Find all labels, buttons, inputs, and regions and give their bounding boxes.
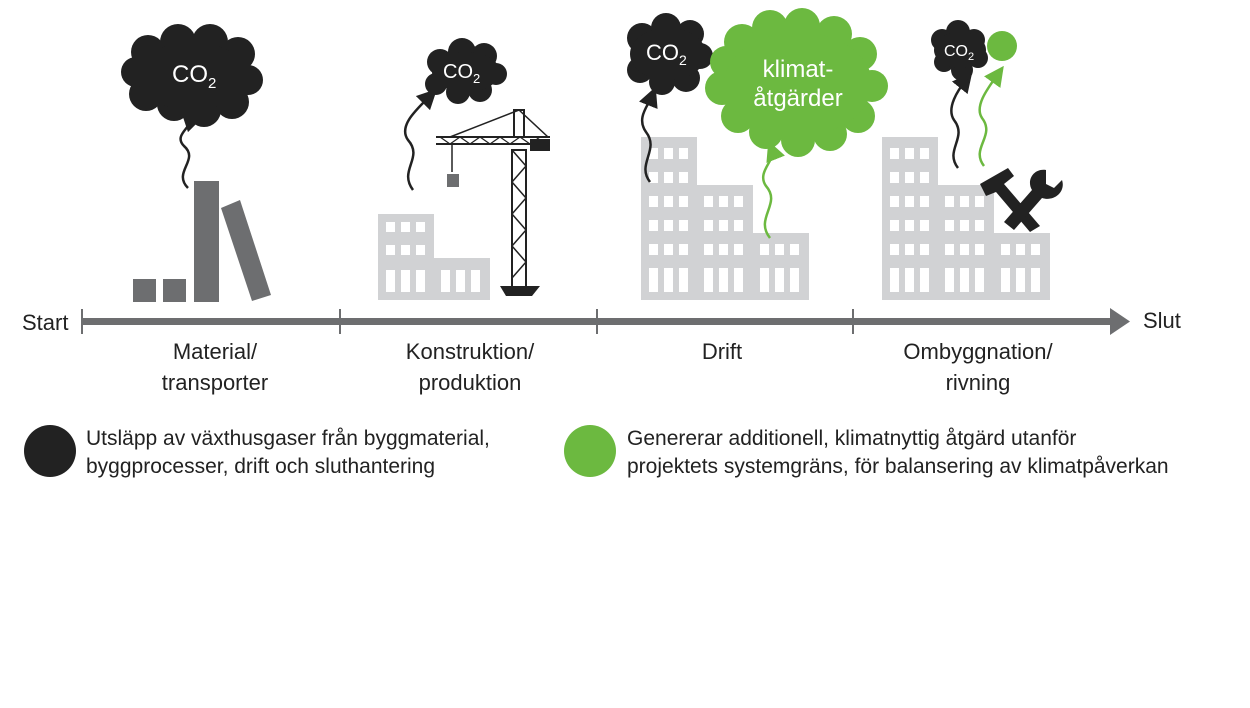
co2-cloud-icon (425, 38, 507, 104)
timeline-axis (81, 308, 1130, 335)
emission-arrow-icon (179, 110, 203, 189)
timeline-start-label: Start (22, 310, 69, 335)
phase-label-renovation: Ombyggnation/rivning (903, 339, 1053, 395)
building-icon (641, 137, 809, 300)
legend-emission-dot (24, 425, 76, 477)
co2-text-2: CO2 (443, 61, 480, 86)
climate-action-cloud-icon (987, 31, 1017, 61)
timeline-end-label: Slut (1143, 308, 1181, 333)
building-icon (882, 137, 1050, 300)
klimat-text-line2: åtgärder (753, 85, 842, 112)
legend-climate-action-text: Genererar additionell, klimatnyttig åtgä… (627, 427, 1169, 478)
co2-cloud-icon (121, 24, 263, 127)
phase-label-material: Material/transporter (161, 339, 269, 395)
crane-icon (436, 109, 550, 296)
timeline-tick (81, 309, 83, 334)
co2-text-4: CO2 (944, 43, 974, 63)
timeline-tick (596, 309, 598, 334)
phase-label-operation: Drift (701, 339, 743, 364)
legend-climate-action-dot (564, 425, 616, 477)
timeline-tick (852, 309, 854, 334)
hammer-wrench-icon (980, 168, 1063, 232)
co2-text-1: CO2 (172, 61, 216, 92)
materials-icon (133, 181, 271, 302)
klimat-text-line1: klimat- (763, 56, 834, 83)
climate-action-cloud-icon (705, 8, 888, 157)
emission-arrow-icon (638, 86, 658, 183)
emission-arrow-icon (950, 72, 973, 169)
legend-emission-text: Utsläpp av växthusgaser från byggmateria… (86, 427, 490, 478)
emission-arrow-icon (404, 88, 438, 191)
co2-cloud-icon (931, 20, 988, 81)
co2-cloud-icon (627, 13, 713, 95)
phase-label-construction: Konstruktion/produktion (405, 339, 535, 395)
building-icon (378, 214, 490, 300)
climate-action-arrow-icon (762, 140, 785, 239)
co2-text-3: CO2 (646, 40, 687, 68)
timeline-arrow-head (1110, 308, 1130, 335)
climate-action-arrow-icon (978, 65, 1004, 167)
timeline-tick (339, 309, 341, 334)
